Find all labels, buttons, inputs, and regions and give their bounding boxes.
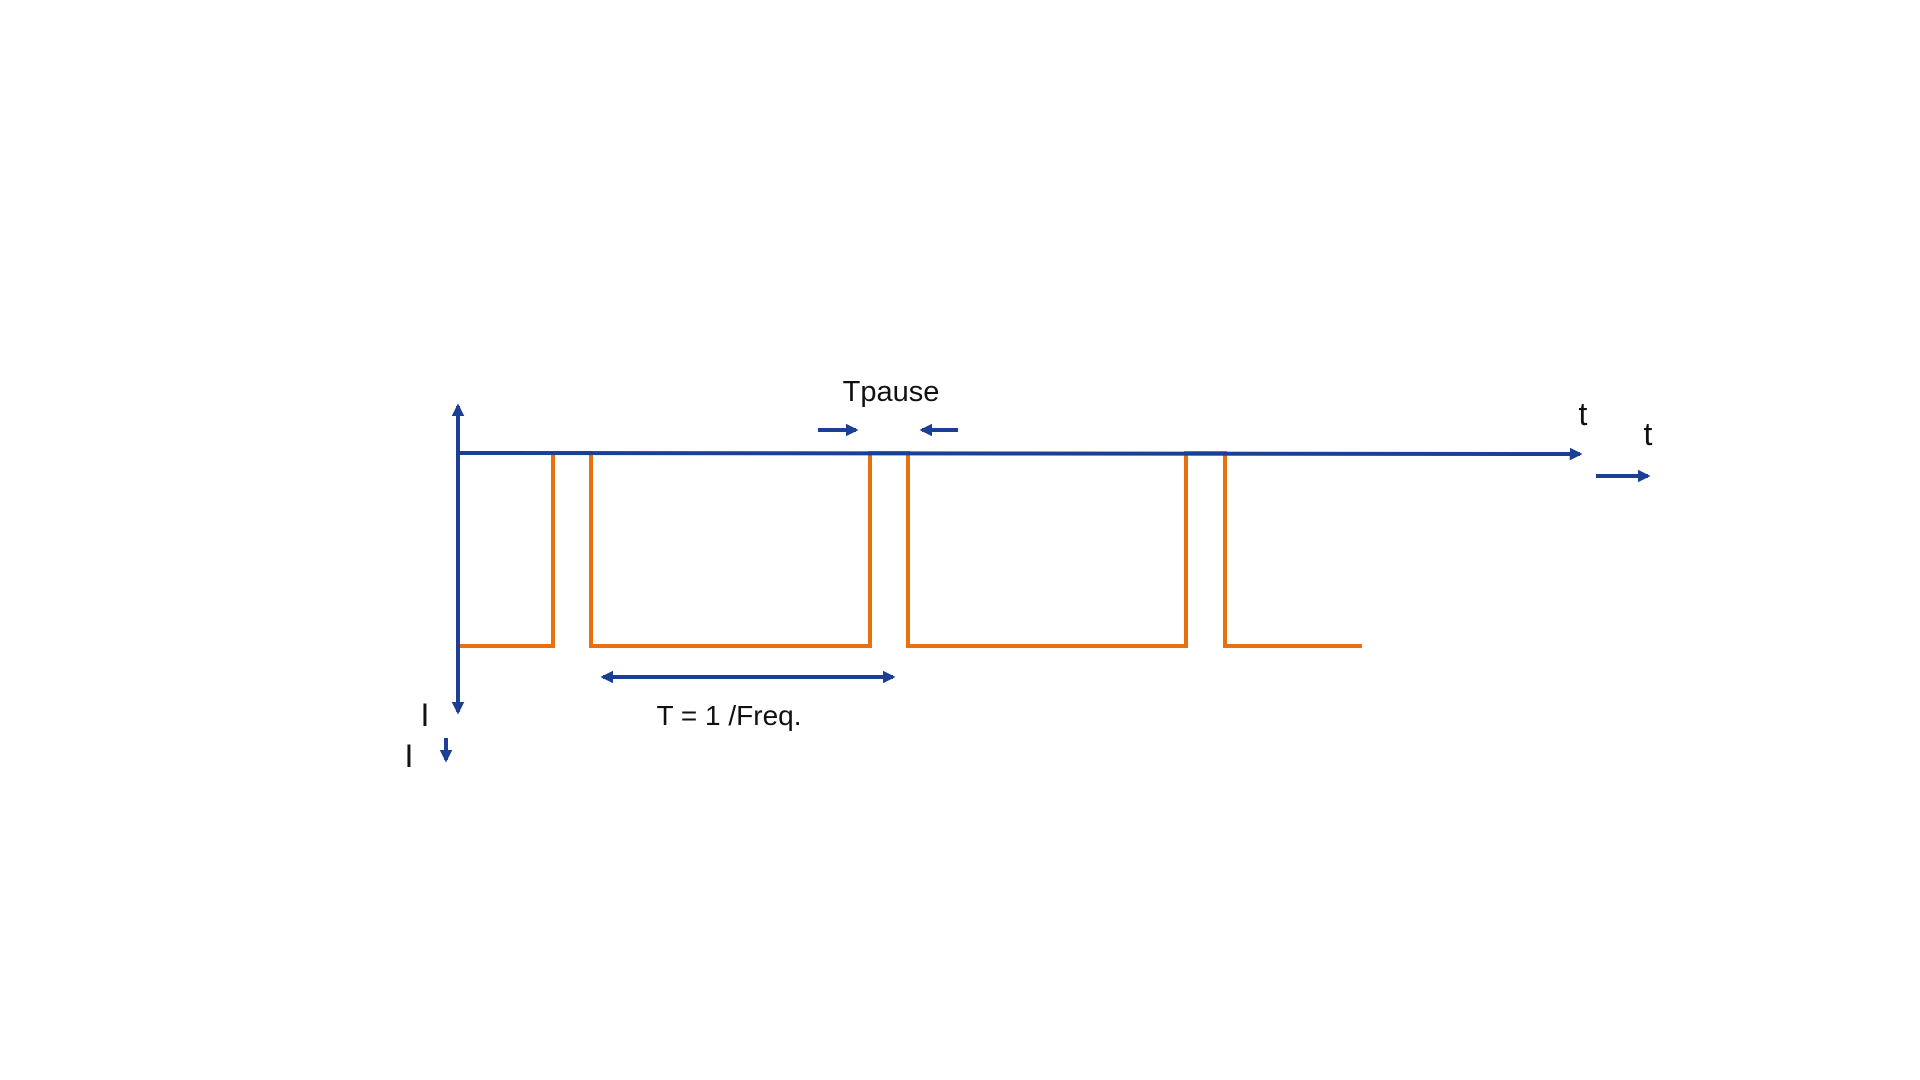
- current-legend-label: I: [405, 738, 414, 774]
- period-label: T = 1 /Freq.: [657, 700, 802, 731]
- pause-label: Tpause: [843, 376, 940, 408]
- time-legend-label: t: [1644, 416, 1653, 452]
- time-axis-label: t: [1579, 396, 1588, 432]
- pulse-signal-line: [460, 451, 1362, 648]
- current-axis-label: I: [421, 697, 430, 733]
- time-axis: [457, 447, 1583, 461]
